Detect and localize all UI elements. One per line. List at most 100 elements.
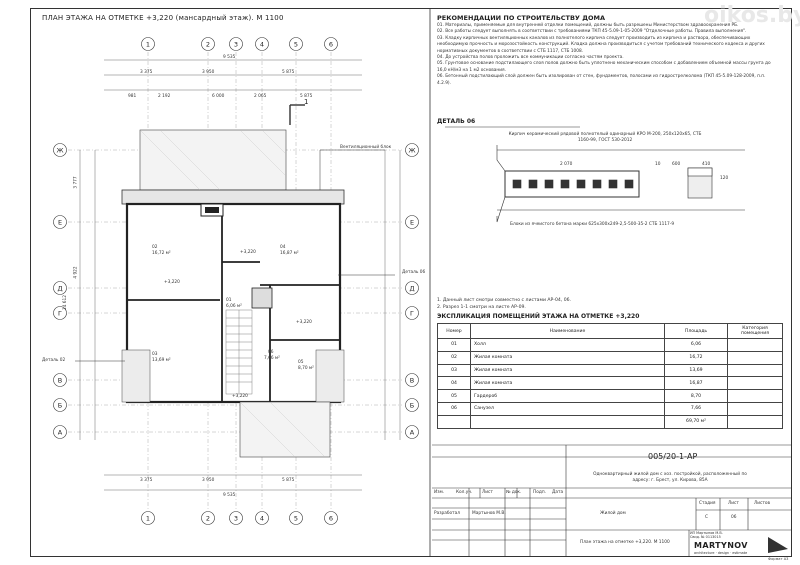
- dim-top-total: 9 535: [223, 55, 236, 60]
- explication-title: ЭКСПЛИКАЦИЯ ПОМЕЩЕНИЙ ЭТАЖА НА ОТМЕТКЕ +…: [437, 313, 640, 320]
- axis-v-top-5-circle: [289, 37, 303, 51]
- dim-bottom-3: 5 875: [282, 478, 295, 483]
- room-03-area: 13,69 м²: [152, 358, 171, 363]
- level-mark-4: +3,220: [240, 250, 256, 255]
- col-area: Площадь: [664, 323, 728, 339]
- room-02-area: 16,72 м²: [152, 251, 171, 256]
- rec-item-5: 05. Грунтовое основание подстилающего сл…: [437, 61, 771, 73]
- detail-dim-3: 600: [672, 162, 681, 167]
- row-area: 7,66: [664, 401, 728, 416]
- dim-bottom-1: 3 375: [140, 478, 153, 483]
- row-category: [727, 363, 783, 378]
- dim-top-1: 3 375: [140, 70, 153, 75]
- axis-h-right-3-circle: [405, 306, 419, 320]
- stamp-label-podp: Подп.: [533, 490, 547, 495]
- table-total-row: 69,70 м²: [437, 414, 783, 429]
- room-06-area: 7,66 м²: [264, 356, 280, 361]
- rec-item-3: 03. Кладку кирпичных вентиляционных кана…: [437, 35, 765, 54]
- project-description: Одноквартирный жилой дом с хоз. постройк…: [593, 472, 747, 483]
- row-category: [727, 376, 783, 391]
- total-area: 69,70 м²: [664, 414, 728, 429]
- axis-v-top-6-circle: [324, 37, 338, 51]
- row-area: 8,70: [664, 389, 728, 403]
- leader-chimney-label: Вентиляционный блок: [340, 145, 392, 150]
- recommendations-title: РЕКОМЕНДАЦИИ ПО СТРОИТЕЛЬСТВУ ДОМА: [437, 14, 606, 22]
- explication-header: Номер Наименование Площадь Категория пом…: [437, 323, 783, 339]
- stage-value: С: [705, 515, 709, 520]
- leader-detail06-label: Деталь 06: [402, 270, 426, 275]
- sheet-name: План этажа на отметке +3,220. М 1100: [580, 540, 670, 545]
- axis-v-top-3-label: 3: [234, 40, 238, 48]
- rec-item-6: 06. Бетонный подстилающий слой должен бы…: [437, 74, 766, 86]
- axis-v-bottom-6-label: 6: [329, 514, 333, 522]
- title-block-grid: [432, 444, 792, 557]
- room-04-area: 16,87 м²: [280, 251, 299, 256]
- row-category: [727, 389, 783, 403]
- col-number: Номер: [437, 323, 471, 339]
- sheets-label: Листов: [754, 501, 771, 506]
- axis-v-bottom-2-label: 2: [206, 514, 210, 522]
- axis-v-bottom-1-label: 1: [146, 514, 150, 522]
- detail-callout-bottom: Блоки из ячеистого бетона марки 625х300х…: [510, 222, 675, 227]
- dim-top-2: 3 950: [202, 70, 215, 75]
- room-01-num: 01: [226, 298, 232, 303]
- stamp-label-kol: Кол.уч.: [456, 490, 473, 495]
- axis-v-bottom-1-circle: [141, 511, 155, 525]
- axis-v-bottom-6-circle: [324, 511, 338, 525]
- row-num: 04: [437, 376, 471, 391]
- axis-h-right-6-circle: [405, 425, 419, 439]
- detail-dim-5: 120: [720, 176, 729, 181]
- axis-h-left-6-circle: [53, 425, 67, 439]
- axis-h-right-1-label: Е: [410, 218, 414, 226]
- axis-h-left-2-label: Д: [57, 284, 62, 292]
- axis-h-left-6-label: А: [58, 428, 63, 436]
- axis-h-left-4-circle: [53, 373, 67, 387]
- dim-bottom-total: 9 535: [223, 493, 236, 498]
- row-name: Жилая комната: [470, 376, 665, 391]
- axis-h-right-0-label: Ж: [408, 146, 415, 154]
- room-05-num: 05: [298, 360, 304, 365]
- room-04-num: 04: [280, 245, 286, 250]
- room-05-area: 8,70 м²: [298, 366, 314, 371]
- dim-bottom-2: 3 950: [202, 478, 215, 483]
- row-category: [727, 338, 783, 352]
- company-line1: ИП Мартынов М.В.: [690, 531, 723, 535]
- company-tag: architecture · design · estimate: [694, 551, 748, 555]
- recommendations-list: 01. Материалы, применяемые для внутренне…: [437, 23, 777, 87]
- axis-h-left-5-label: Б: [58, 401, 62, 409]
- row-category: [727, 350, 783, 365]
- sheet-format: Формат А3: [768, 557, 789, 561]
- axis-h-left-3-label: Г: [58, 309, 62, 317]
- detail-06-drawing: [445, 126, 745, 223]
- axis-v-top-5-label: 5: [294, 40, 298, 48]
- dim-top-r2-4: 2 065: [254, 94, 267, 99]
- axis-h-left-2-circle: [53, 281, 67, 295]
- row-name: Жилая комната: [470, 363, 665, 378]
- company-line2: Свид. № 0113015: [690, 535, 721, 539]
- axis-v-top-3-circle: [229, 37, 243, 51]
- document-code: 005/20-1-АР: [648, 452, 698, 461]
- axis-v-top-2-label: 2: [206, 40, 210, 48]
- axis-v-bottom-3-circle: [229, 511, 243, 525]
- axis-h-right-6-label: А: [410, 428, 415, 436]
- stamp-label-doc: № док.: [506, 490, 522, 495]
- dim-top-r2-2: 2 192: [158, 94, 171, 99]
- notes: 1. Данный лист смотри совместно с листам…: [437, 297, 571, 311]
- detail-dim-4: 410: [702, 162, 711, 167]
- plan-title: ПЛАН ЭТАЖА НА ОТМЕТКЕ +3,220 (мансардный…: [42, 14, 284, 22]
- detail-dim-2: 10: [655, 162, 661, 167]
- sheet-frame: [30, 8, 792, 557]
- row-area: 16,72: [664, 350, 728, 365]
- room-03-num: 03: [152, 352, 158, 357]
- row-num: 03: [437, 363, 471, 378]
- axis-h-right-4-label: В: [410, 376, 414, 384]
- axis-v-bottom-5-circle: [289, 511, 303, 525]
- axis-v-top-1-circle: [141, 37, 155, 51]
- axis-v-bottom-4-circle: [255, 511, 269, 525]
- axis-h-right-2-label: Д: [409, 284, 414, 292]
- stamp-label-date: Дата: [552, 490, 564, 495]
